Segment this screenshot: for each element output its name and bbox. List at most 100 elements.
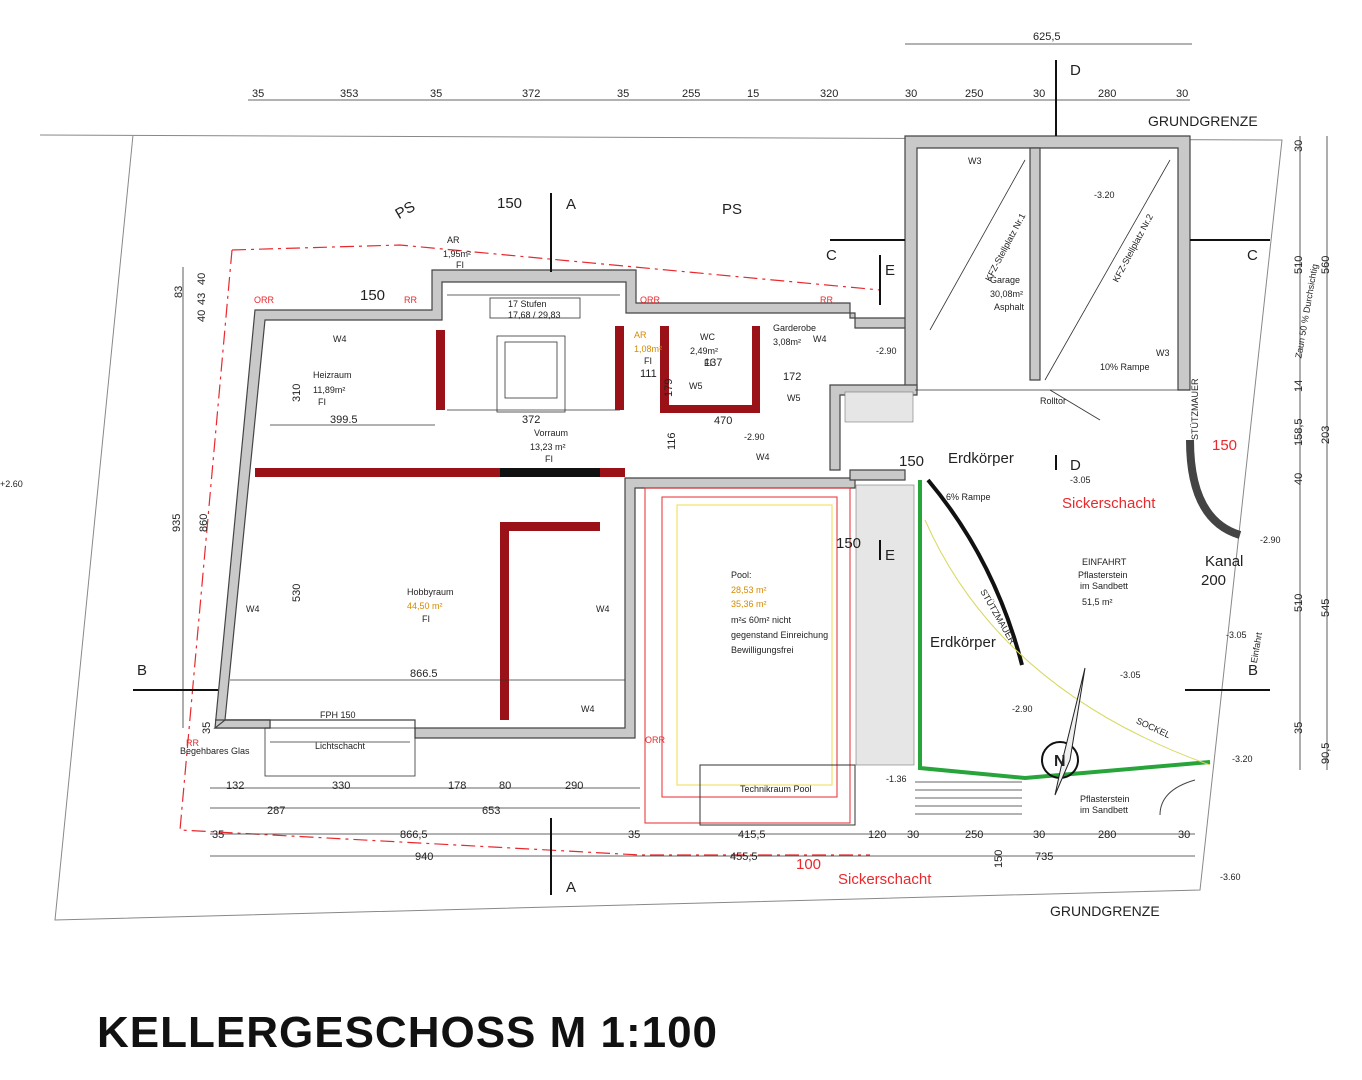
row3-dim-2: 35 bbox=[628, 829, 640, 841]
window-w4-4: W4 bbox=[581, 704, 595, 714]
left-dim-35: 35 bbox=[201, 722, 213, 734]
pflaster-surface2: im Sandbett bbox=[1080, 805, 1129, 815]
kanal-label: Kanal bbox=[1205, 553, 1243, 570]
ps-label-2: PS bbox=[722, 201, 742, 218]
row3-dim-9: 30 bbox=[1178, 829, 1190, 841]
pool-outline bbox=[644, 487, 856, 826]
gravel-strip bbox=[844, 391, 915, 766]
orr-1: ORR bbox=[254, 295, 275, 305]
window-w5-2: W5 bbox=[787, 393, 801, 403]
dia-150-4: 150 bbox=[1212, 437, 1237, 454]
room-technikraum: Technikraum Pool bbox=[740, 784, 812, 794]
room-ar-small: AR bbox=[634, 330, 647, 340]
row3-dim-5: 30 bbox=[907, 829, 919, 841]
bottom-dim-330: 330 bbox=[332, 780, 350, 792]
orr-2: ORR bbox=[640, 295, 661, 305]
level-8: -2.90 bbox=[1012, 704, 1033, 714]
plan-texts: GRUNDGRENZE GRUNDGRENZE 625,5 35 353 35 … bbox=[0, 31, 1332, 919]
top-dim-2: 35 bbox=[430, 88, 442, 100]
level-6: -3.05 bbox=[1226, 630, 1247, 640]
left-dim-40b: 40 bbox=[196, 310, 208, 322]
room-pool-note2: gegenstand Einreichung bbox=[731, 630, 828, 640]
inner-dim-116: 116 bbox=[666, 432, 678, 450]
section-a-bottom: A bbox=[566, 879, 576, 896]
level-2: -2.90 bbox=[744, 432, 765, 442]
top-dim-12: 30 bbox=[1176, 88, 1188, 100]
right-dim-40: 40 bbox=[1293, 473, 1305, 485]
inner-dim-111: 111 bbox=[640, 368, 657, 380]
inner-dim-866: 866.5 bbox=[410, 668, 438, 680]
stairs-right bbox=[915, 781, 1022, 815]
room-pool-note3: Bewilligungsfrei bbox=[731, 645, 794, 655]
dia-150-1: 150 bbox=[497, 195, 522, 212]
zaun-label: Zaun 50 % Durchsichtig bbox=[1293, 263, 1319, 359]
rr-3: RR bbox=[186, 738, 199, 748]
level-1: -2.90 bbox=[876, 346, 897, 356]
bottom-dim-290: 290 bbox=[565, 780, 583, 792]
inner-dim-399: 399.5 bbox=[330, 414, 358, 426]
interior-walls bbox=[255, 326, 760, 720]
room-ar-small-floor: FI bbox=[644, 356, 652, 366]
top-dim-5: 255 bbox=[682, 88, 700, 100]
top-dim-6: 15 bbox=[747, 88, 759, 100]
sockel: SOCKEL bbox=[1135, 716, 1172, 740]
row3-dim-3: 415,5 bbox=[738, 829, 766, 841]
row3-dim-6: 250 bbox=[965, 829, 983, 841]
row3-dim-4: 120 bbox=[868, 829, 886, 841]
room-einfahrt-area: 51,5 m² bbox=[1082, 597, 1113, 607]
room-einfahrt: EINFAHRT bbox=[1082, 557, 1127, 567]
rr-1: RR bbox=[404, 295, 417, 305]
room-garage-area: 30,08m² bbox=[990, 289, 1023, 299]
level-5: -2.90 bbox=[1260, 535, 1281, 545]
left-dim-860: 860 bbox=[198, 514, 210, 532]
walls bbox=[213, 135, 1191, 739]
row3-dim-7: 30 bbox=[1033, 829, 1045, 841]
drawing-title: KELLERGESCHOSS M 1:100 bbox=[97, 1008, 719, 1057]
top-total-dim: 625,5 bbox=[1033, 31, 1061, 43]
right-dim-35: 35 bbox=[1293, 722, 1305, 734]
bottom-dim-178: 178 bbox=[448, 780, 466, 792]
row3-dim-8: 280 bbox=[1098, 829, 1116, 841]
building-line bbox=[179, 244, 881, 856]
einfahrt-side: Einfahrt bbox=[1249, 631, 1264, 664]
top-dim-7: 320 bbox=[820, 88, 838, 100]
retaining-wall bbox=[926, 478, 1024, 666]
top-dim-4: 35 bbox=[617, 88, 629, 100]
room-vorraum-area: 13,23 m² bbox=[530, 442, 566, 452]
pflaster-surface1: Pflasterstein bbox=[1080, 794, 1130, 804]
level-7: -3.05 bbox=[1120, 670, 1141, 680]
room-hobbyraum: Hobbyraum bbox=[407, 587, 454, 597]
dimension-lines bbox=[182, 43, 1328, 857]
row4-dim-3: 735 bbox=[1035, 851, 1053, 863]
rolltor: Rolltor bbox=[1040, 396, 1066, 406]
section-d-top: D bbox=[1070, 62, 1081, 79]
section-a-top: A bbox=[566, 196, 576, 213]
top-dim-11: 280 bbox=[1098, 88, 1116, 100]
section-d-bottom: D bbox=[1070, 457, 1081, 474]
level-10: -3.20 bbox=[1232, 754, 1253, 764]
dia-150-2: 150 bbox=[360, 287, 385, 304]
top-dim-8: 30 bbox=[905, 88, 917, 100]
room-wc: WC bbox=[700, 332, 715, 342]
bottom-dim-653: 653 bbox=[482, 805, 500, 817]
room-garage: Garage bbox=[990, 275, 1020, 285]
right-dim-510b: 510 bbox=[1293, 594, 1305, 612]
room-hobbyraum-area: 44,50 m² bbox=[407, 601, 443, 611]
section-e-top: E bbox=[885, 262, 895, 279]
left-dim-530: 530 bbox=[291, 584, 303, 602]
right-dim-560: 560 bbox=[1320, 256, 1332, 274]
window-w5-1: W5 bbox=[689, 381, 703, 391]
top-dim-3: 372 bbox=[522, 88, 540, 100]
level-11: -3.60 bbox=[1220, 872, 1241, 882]
top-dim-9: 250 bbox=[965, 88, 983, 100]
dia-100: 100 bbox=[796, 856, 821, 873]
ramp-curve bbox=[924, 519, 1211, 766]
fph-label: FPH 150 bbox=[320, 710, 356, 720]
room-ar-small-area: 1,08m² bbox=[634, 344, 662, 354]
right-dim-30: 30 bbox=[1293, 140, 1305, 152]
section-b-right: B bbox=[1248, 662, 1258, 679]
top-dim-10: 30 bbox=[1033, 88, 1045, 100]
top-dim-1: 353 bbox=[340, 88, 358, 100]
window-w4-1: W4 bbox=[333, 334, 347, 344]
ramp-10: 10% Rampe bbox=[1100, 362, 1150, 372]
